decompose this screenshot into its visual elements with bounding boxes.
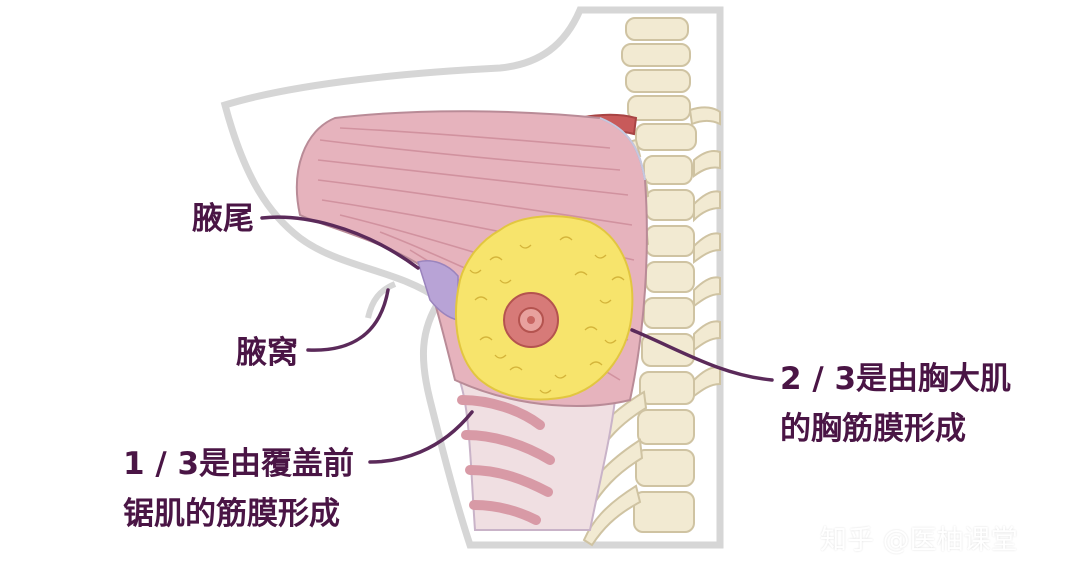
watermark: 知乎 @医柚课堂 bbox=[820, 525, 1018, 556]
label-pectoral-fascia-line1: 2 / 3是由胸大肌 bbox=[780, 361, 1012, 397]
leader-line-axillary-tail bbox=[260, 215, 420, 270]
label-serratus-fascia-line1: 1 / 3是由覆盖前 bbox=[123, 446, 355, 482]
label-pectoral-fascia-line2: 的胸筋膜形成 bbox=[780, 411, 966, 447]
serratus-anterior-muscle bbox=[452, 367, 617, 531]
label-axillary-tail: 腋尾 bbox=[192, 201, 254, 237]
leader-line-serratus-fascia bbox=[368, 410, 474, 464]
label-serratus-fascia-line2: 锯肌的筋膜形成 bbox=[123, 496, 340, 532]
leader-line-axilla bbox=[306, 288, 390, 352]
leader-line-pectoral-fascia bbox=[630, 328, 774, 382]
breast-tissue bbox=[455, 215, 634, 401]
label-axilla: 腋窝 bbox=[236, 335, 298, 371]
leader-lines bbox=[260, 215, 774, 464]
